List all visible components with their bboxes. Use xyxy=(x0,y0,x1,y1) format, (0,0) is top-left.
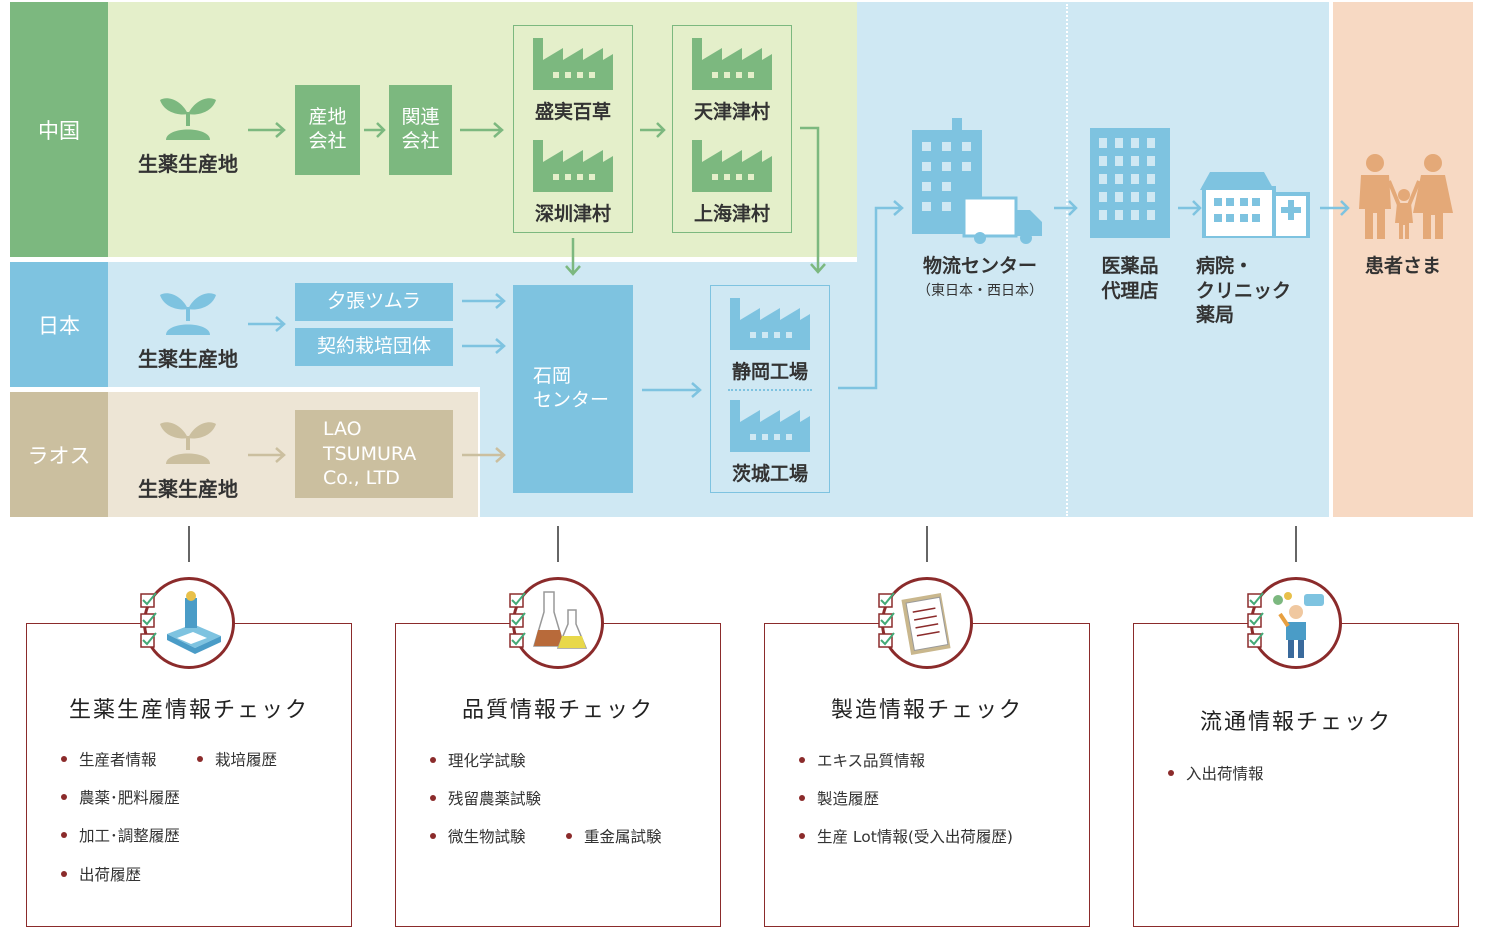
checklist-icon xyxy=(878,592,895,648)
clipboard-icon xyxy=(901,592,951,656)
arrow-right-icon xyxy=(248,316,286,332)
checklist-icon xyxy=(1247,592,1264,648)
arrow-right-icon xyxy=(1320,200,1350,216)
factory-icon xyxy=(730,400,810,452)
logistics-center-sublabel: （東日本・西日本） xyxy=(917,283,1043,299)
info-check-card: 流通情報チェック 入出荷情報 xyxy=(1133,623,1459,927)
card-title: 流通情報チェック xyxy=(1199,710,1392,735)
source-label-japan: 生薬生産地 xyxy=(138,347,238,371)
china-factory-group-2 xyxy=(672,25,792,233)
region-label-japan: 日本 xyxy=(10,262,108,387)
card-bullet: 製造履歴 xyxy=(799,787,879,809)
source-label-china: 生薬生産地 xyxy=(138,152,238,176)
hospital-icon xyxy=(1200,172,1310,238)
arrow-right-icon xyxy=(462,293,506,309)
factory-divider xyxy=(728,389,812,391)
lao-tsumura-box: LAO TSUMURA Co., LTD xyxy=(295,410,453,498)
card-bullet: 生産 Lot情報(受入出荷履歴) xyxy=(799,825,1013,847)
card-title: 製造情報チェック xyxy=(830,698,1023,723)
wholesaler-label: 医薬品 代理店 xyxy=(1101,255,1159,302)
arrow-right-icon xyxy=(1178,200,1202,216)
microscope-icon xyxy=(167,591,221,654)
arrow-right-icon xyxy=(462,338,506,354)
connector-line xyxy=(1295,526,1297,562)
factory-icon xyxy=(533,140,613,192)
ishioka-center-box: 石岡 センター xyxy=(513,285,633,493)
connector-line xyxy=(926,526,928,562)
connector-line xyxy=(188,526,190,562)
info-check-card: 品質情報チェック 理化学試験 残留農薬試験 微生物試験 重金属試験 xyxy=(395,623,721,927)
checklist-icon xyxy=(140,592,157,648)
arrow-right-icon xyxy=(1054,200,1078,216)
origin-company-box: 産地 会社 xyxy=(295,85,360,175)
dotted-divider xyxy=(1066,4,1068,516)
factory-icon xyxy=(692,38,772,90)
checklist-icon xyxy=(509,592,526,648)
card-bullet: エキス品質情報 xyxy=(799,749,925,771)
elbow-arrow-icon xyxy=(800,126,826,274)
arrow-right-icon xyxy=(642,382,702,398)
related-company-box: 関連 会社 xyxy=(389,85,452,175)
factory-label: 深圳津村 xyxy=(534,203,611,225)
arrow-right-icon xyxy=(248,122,286,138)
card-bullet: 残留農薬試験 xyxy=(430,787,541,809)
logistics-center-label: 物流センター xyxy=(922,255,1037,277)
arrow-down-icon xyxy=(565,238,581,276)
card-bullet: 農薬･肥料履歴 xyxy=(61,786,180,808)
elbow-arrow-icon xyxy=(838,200,904,390)
card-bullet: 重金属試験 xyxy=(566,825,662,847)
sprout-icon xyxy=(160,98,216,140)
card-title: 生薬生産情報チェック xyxy=(68,698,309,723)
source-label-laos: 生薬生産地 xyxy=(138,477,238,501)
wholesaler-building-icon xyxy=(1090,128,1170,238)
yubari-tsumura-box: 夕張ツムラ xyxy=(295,283,453,321)
card-bullet: 入出荷情報 xyxy=(1168,762,1264,784)
factory-icon xyxy=(533,38,613,90)
region-label-laos: ラオス xyxy=(10,392,108,517)
info-check-card: 製造情報チェック エキス品質情報 製造履歴 生産 Lot情報(受入出荷履歴) xyxy=(764,623,1090,927)
arrow-right-icon xyxy=(364,122,386,138)
arrow-right-icon xyxy=(460,122,504,138)
card-bullet: 加工･調整履歴 xyxy=(61,824,180,846)
arrow-right-icon xyxy=(462,447,506,463)
sprout-icon xyxy=(160,293,216,335)
worker-icon xyxy=(1273,592,1324,658)
card-bullet: 出荷履歴 xyxy=(61,863,141,885)
japan-band xyxy=(10,262,857,387)
card-bullet: 微生物試験 xyxy=(430,825,526,847)
factory-icon xyxy=(692,140,772,192)
china-factory-group-1 xyxy=(513,25,633,233)
factory-label: 天津津村 xyxy=(693,101,770,123)
card-bullet: 生産者情報 xyxy=(61,748,157,770)
card-title: 品質情報チェック xyxy=(461,698,654,723)
arrow-right-icon xyxy=(640,122,666,138)
connector-line xyxy=(557,526,559,562)
factory-label: 静岡工場 xyxy=(731,361,808,383)
region-label-china: 中国 xyxy=(10,2,108,257)
sprout-icon xyxy=(160,422,216,464)
arrow-right-icon xyxy=(248,447,286,463)
factory-label: 上海津村 xyxy=(693,203,770,225)
logistics-band xyxy=(857,2,1329,517)
factory-label: 盛実百草 xyxy=(534,101,611,123)
logistics-center-icon xyxy=(912,118,1042,244)
factory-label: 茨城工場 xyxy=(731,463,808,485)
card-bullet: 栽培履歴 xyxy=(197,748,277,770)
family-icon xyxy=(1359,154,1453,239)
patient-band xyxy=(1333,2,1473,517)
flask-icon xyxy=(532,591,588,649)
japan-factory-group xyxy=(710,285,830,493)
patient-label: 患者さま xyxy=(1364,255,1441,277)
card-bullet: 理化学試験 xyxy=(430,749,526,771)
contract-cultivation-box: 契約栽培団体 xyxy=(295,328,453,366)
hospital-label: 病院・ クリニック 薬局 xyxy=(1196,255,1292,327)
factory-icon xyxy=(730,298,810,350)
